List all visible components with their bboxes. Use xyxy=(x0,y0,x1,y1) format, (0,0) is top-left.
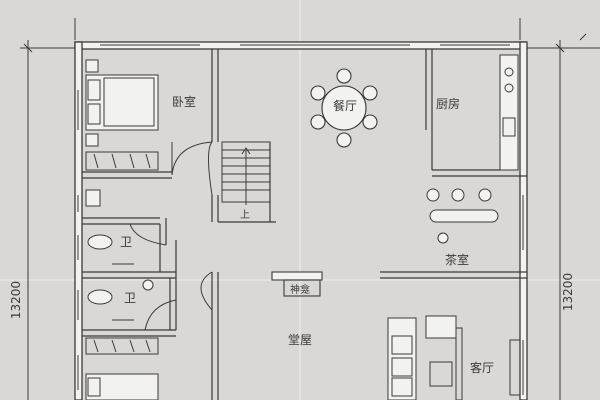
room-label-kitchen: 厨房 xyxy=(436,96,460,111)
dimension-right: 13200 xyxy=(561,273,575,311)
dining-table-icon xyxy=(310,68,378,148)
room-label-living: 客厅 xyxy=(470,360,494,375)
altar-icon xyxy=(271,271,323,297)
kitchen-counter-icon xyxy=(499,54,519,171)
tea-table-icon xyxy=(426,188,499,244)
doors xyxy=(129,141,213,331)
bed-icon xyxy=(85,74,159,131)
washbasin-icon xyxy=(112,263,134,321)
stair-up-label: 上 xyxy=(240,209,250,221)
staircase xyxy=(221,141,271,205)
bed-icon-lower xyxy=(85,373,159,400)
wardrobe-icon xyxy=(85,151,159,171)
toilet-icon xyxy=(85,189,154,305)
sofa-icon xyxy=(387,315,521,400)
room-label-bath-1: 卫 xyxy=(120,235,132,249)
room-label-bath-2: 卫 xyxy=(124,291,136,305)
wardrobe-icon-lower xyxy=(85,337,159,355)
room-label-altar: 神龛 xyxy=(290,283,310,296)
room-label-dining: 餐厅 xyxy=(333,98,357,113)
room-label-bedroom: 卧室 xyxy=(172,94,196,109)
room-label-hall: 堂屋 xyxy=(288,333,312,347)
bedside-table-icon xyxy=(85,59,99,147)
dimension-lines xyxy=(20,18,600,400)
windows xyxy=(77,44,524,395)
dimension-left: 13200 xyxy=(9,281,23,319)
room-label-tea-room: 茶室 xyxy=(445,252,469,267)
